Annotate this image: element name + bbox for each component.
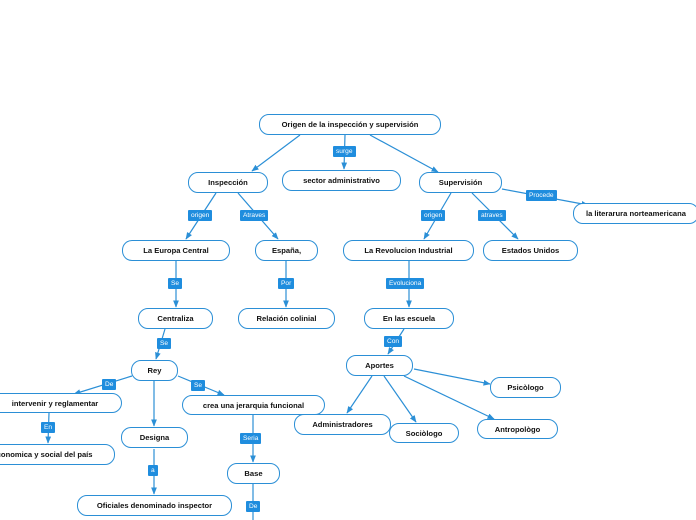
- node-europa-central[interactable]: La Europa Central: [122, 240, 230, 261]
- node-base[interactable]: Base: [227, 463, 280, 484]
- node-intervenir-reglamentar[interactable]: intervenir y reglamentar: [0, 393, 122, 413]
- edge-aportes-sociologo: [383, 375, 417, 423]
- edge-label-procede: Procede: [526, 190, 557, 201]
- node-espana-text: España,: [271, 246, 302, 255]
- edge-label-a: a: [148, 465, 158, 476]
- node-administradores-text: Administradores: [312, 420, 373, 429]
- edge-label-se-2: Se: [157, 338, 172, 349]
- edge-label-evoluciona: Evoluciona: [386, 278, 425, 289]
- node-intervenir-text: intervenir y reglamentar: [11, 398, 99, 408]
- node-oficiales-inspector[interactable]: Oficiales denominado inspector: [77, 495, 232, 516]
- node-administradores[interactable]: Administradores: [294, 414, 391, 435]
- edge-root-supervision: [369, 134, 439, 173]
- node-rey-text: Rey: [147, 366, 162, 375]
- node-psicologo-text: Psicòlogo: [507, 383, 544, 392]
- node-jerarquia-funcional[interactable]: crea una jerarquia funcional: [182, 395, 325, 415]
- node-sociologo-text: Sociòlogo: [405, 428, 443, 438]
- edge-label-surge: surge: [333, 146, 356, 157]
- node-oficiales-text: Oficiales denominado inspector: [96, 501, 213, 510]
- node-economica-social[interactable]: economica y social del país: [0, 444, 115, 465]
- node-aportes[interactable]: Aportes: [346, 355, 413, 376]
- node-root[interactable]: Origen de la inspección y supervisión: [259, 114, 441, 135]
- node-literatura[interactable]: la literarura norteamericana: [573, 203, 696, 224]
- node-antropologo[interactable]: Antropològo: [477, 419, 558, 439]
- node-revolucion-text: La Revolucion Industrial: [364, 246, 453, 255]
- node-estados-text: Estados Unidos: [501, 246, 560, 255]
- node-escuela-text: En las escuela: [382, 314, 436, 323]
- node-europa-text: La Europa Central: [143, 246, 209, 255]
- edge-label-de-2: De: [246, 501, 261, 512]
- node-sector-administrativo[interactable]: sector administrativo: [282, 170, 401, 191]
- edge-label-de-1: De: [102, 379, 117, 390]
- node-jerarquia-text: crea una jerarquia funcional: [202, 400, 305, 410]
- edge-label-con: Con: [384, 336, 403, 347]
- node-centraliza-text: Centraliza: [157, 314, 194, 323]
- edge-root-inspeccion: [251, 134, 301, 172]
- node-estados-unidos[interactable]: Estados Unidos: [483, 240, 578, 261]
- node-espana[interactable]: España,: [255, 240, 318, 261]
- node-designa[interactable]: Designa: [121, 427, 188, 448]
- node-psicologo[interactable]: Psicòlogo: [490, 377, 561, 398]
- node-inspeccion-text: Inspección: [208, 178, 248, 187]
- node-inspeccion[interactable]: Inspección: [188, 172, 268, 193]
- node-sector-text: sector administrativo: [303, 176, 380, 185]
- node-relacion-text: Relación colinial: [256, 314, 317, 323]
- node-supervision[interactable]: Supervisión: [419, 172, 502, 193]
- edge-aportes-administradores: [346, 375, 373, 414]
- node-en-las-escuela[interactable]: En las escuela: [364, 308, 454, 329]
- node-root-text: Origen de la inspección y supervisión: [281, 120, 419, 129]
- edge-label-por: Por: [278, 278, 295, 289]
- node-economica-text: economica y social del país: [0, 450, 93, 459]
- node-designa-text: Designa: [139, 433, 170, 442]
- node-supervision-text: Supervisión: [438, 178, 483, 187]
- edge-label-atraves-right: atraves: [478, 210, 506, 221]
- edge-label-se-3: Se: [191, 380, 206, 391]
- node-antropologo-text: Antropològo: [494, 424, 541, 434]
- node-literatura-text: la literarura norteamericana: [585, 209, 687, 218]
- node-aportes-text: Aportes: [365, 361, 394, 370]
- edge-label-origen-right: origen: [421, 210, 446, 221]
- edge-label-atraves-left: Atraves: [240, 210, 269, 221]
- edge-label-origen-left: origen: [188, 210, 213, 221]
- node-sociologo[interactable]: Sociòlogo: [389, 423, 459, 443]
- edge-label-en: En: [41, 422, 56, 433]
- edge-label-se-1: Se: [168, 278, 183, 289]
- node-rey[interactable]: Rey: [131, 360, 178, 381]
- node-relacion-colinial[interactable]: Relación colinial: [238, 308, 335, 329]
- node-revolucion-industrial[interactable]: La Revolucion Industrial: [343, 240, 474, 261]
- edge-aportes-antropologo: [403, 375, 495, 420]
- edge-label-seria: Seria: [240, 433, 262, 444]
- edge-aportes-psicologo: [413, 368, 491, 386]
- node-base-text: Base: [244, 469, 263, 478]
- node-centraliza[interactable]: Centraliza: [138, 308, 213, 329]
